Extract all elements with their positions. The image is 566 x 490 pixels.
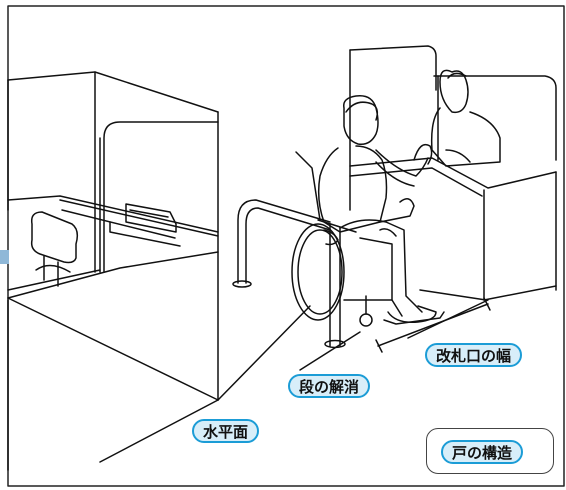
edge-marker: [0, 250, 9, 264]
step-removal-label: 段の解消: [288, 374, 371, 398]
floor-lines: [217, 297, 491, 401]
door-structure-label: 戸の構造: [441, 440, 524, 464]
left-booth: [7, 71, 219, 471]
guardrail: [232, 199, 346, 349]
horizontal-surface-label: 水平面: [192, 419, 260, 443]
gate-width-label: 改札口の幅: [425, 343, 523, 367]
wheelchair-user: [291, 95, 445, 327]
right-booth: [349, 45, 557, 339]
